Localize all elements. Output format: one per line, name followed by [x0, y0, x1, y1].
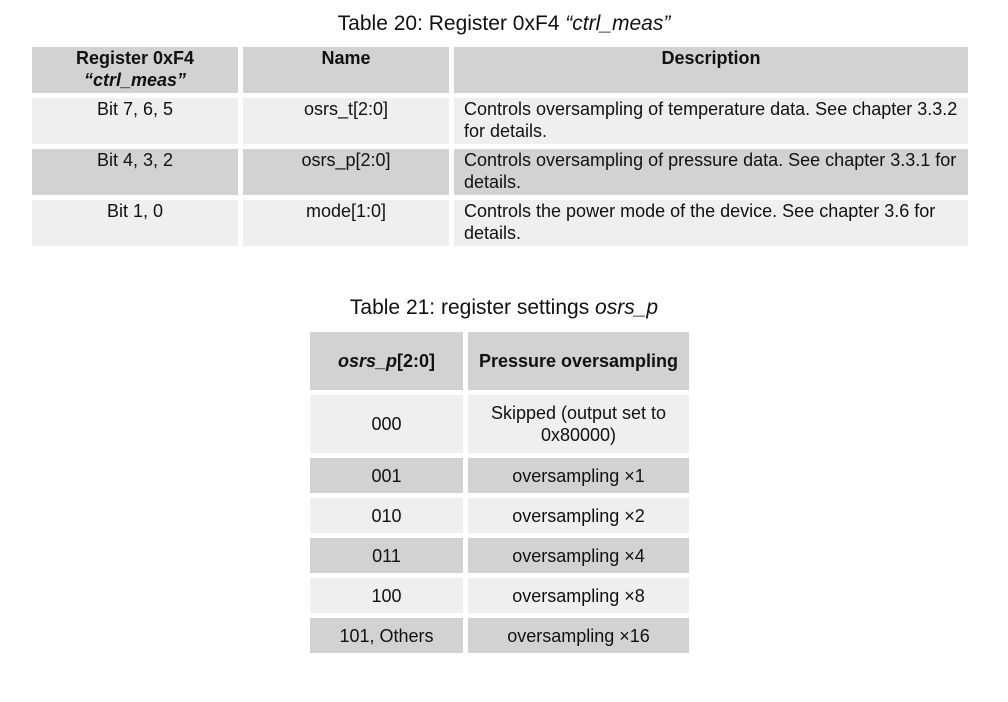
header-osrs-p-bits: [2:0] [397, 351, 436, 371]
table-21-header-row: osrs_p[2:0] Pressure oversampling [310, 332, 689, 390]
header-pressure-oversampling: Pressure oversampling [468, 332, 689, 390]
setting-cell: oversampling ×1 [468, 458, 689, 493]
table-21-caption: Table 21: register settings osrs_p [0, 295, 1008, 321]
setting-cell: oversampling ×2 [468, 498, 689, 533]
header-register-line2: “ctrl_meas” [83, 70, 187, 90]
code-cell: 001 [310, 458, 463, 493]
code-cell: 100 [310, 578, 463, 613]
description-cell: Controls oversampling of temperature dat… [454, 98, 968, 144]
setting-cell: oversampling ×8 [468, 578, 689, 613]
bits-cell: Bit 1, 0 [32, 200, 238, 246]
setting-cell: Skipped (output set to 0x80000) [468, 395, 689, 453]
table-row: 011 oversampling ×4 [310, 538, 689, 573]
table-21-caption-prefix: Table 21: register settings [349, 296, 596, 319]
setting-cell: oversampling ×4 [468, 538, 689, 573]
table-row: Bit 7, 6, 5 osrs_t[2:0] Controls oversam… [32, 98, 968, 144]
header-name: Name [243, 47, 449, 93]
table-21: osrs_p[2:0] Pressure oversampling 000 Sk… [305, 327, 694, 658]
code-cell: 010 [310, 498, 463, 533]
setting-cell: oversampling ×16 [468, 618, 689, 653]
table-row: 000 Skipped (output set to 0x80000) [310, 395, 689, 453]
header-osrs-p-name: osrs_p [337, 351, 397, 371]
header-description: Description [454, 47, 968, 93]
table-row: Bit 1, 0 mode[1:0] Controls the power mo… [32, 200, 968, 246]
code-cell: 000 [310, 395, 463, 453]
table-row: Bit 4, 3, 2 osrs_p[2:0] Controls oversam… [32, 149, 968, 195]
table-row: 101, Others oversampling ×16 [310, 618, 689, 653]
table-21-caption-register-name: osrs_p [595, 296, 659, 319]
header-osrs-p: osrs_p[2:0] [310, 332, 463, 390]
table-20: Register 0xF4 “ctrl_meas” Name Descripti… [27, 42, 973, 251]
table-row: 001 oversampling ×1 [310, 458, 689, 493]
bits-cell: Bit 4, 3, 2 [32, 149, 238, 195]
name-cell: mode[1:0] [243, 200, 449, 246]
description-cell: Controls oversampling of pressure data. … [454, 149, 968, 195]
description-cell: Controls the power mode of the device. S… [454, 200, 968, 246]
table-row: 010 oversampling ×2 [310, 498, 689, 533]
code-cell: 011 [310, 538, 463, 573]
name-cell: osrs_t[2:0] [243, 98, 449, 144]
header-register-line1: Register 0xF4 [75, 48, 195, 68]
table-20-caption-prefix: Table 20: Register 0xF4 [337, 12, 566, 35]
name-cell: osrs_p[2:0] [243, 149, 449, 195]
table-20-caption-register-name: “ctrl_meas” [565, 12, 671, 35]
table-row: 100 oversampling ×8 [310, 578, 689, 613]
code-cell: 101, Others [310, 618, 463, 653]
table-20-header-row: Register 0xF4 “ctrl_meas” Name Descripti… [32, 47, 968, 93]
bits-cell: Bit 7, 6, 5 [32, 98, 238, 144]
table-20-caption: Table 20: Register 0xF4 “ctrl_meas” [0, 11, 1008, 37]
header-register: Register 0xF4 “ctrl_meas” [32, 47, 238, 93]
